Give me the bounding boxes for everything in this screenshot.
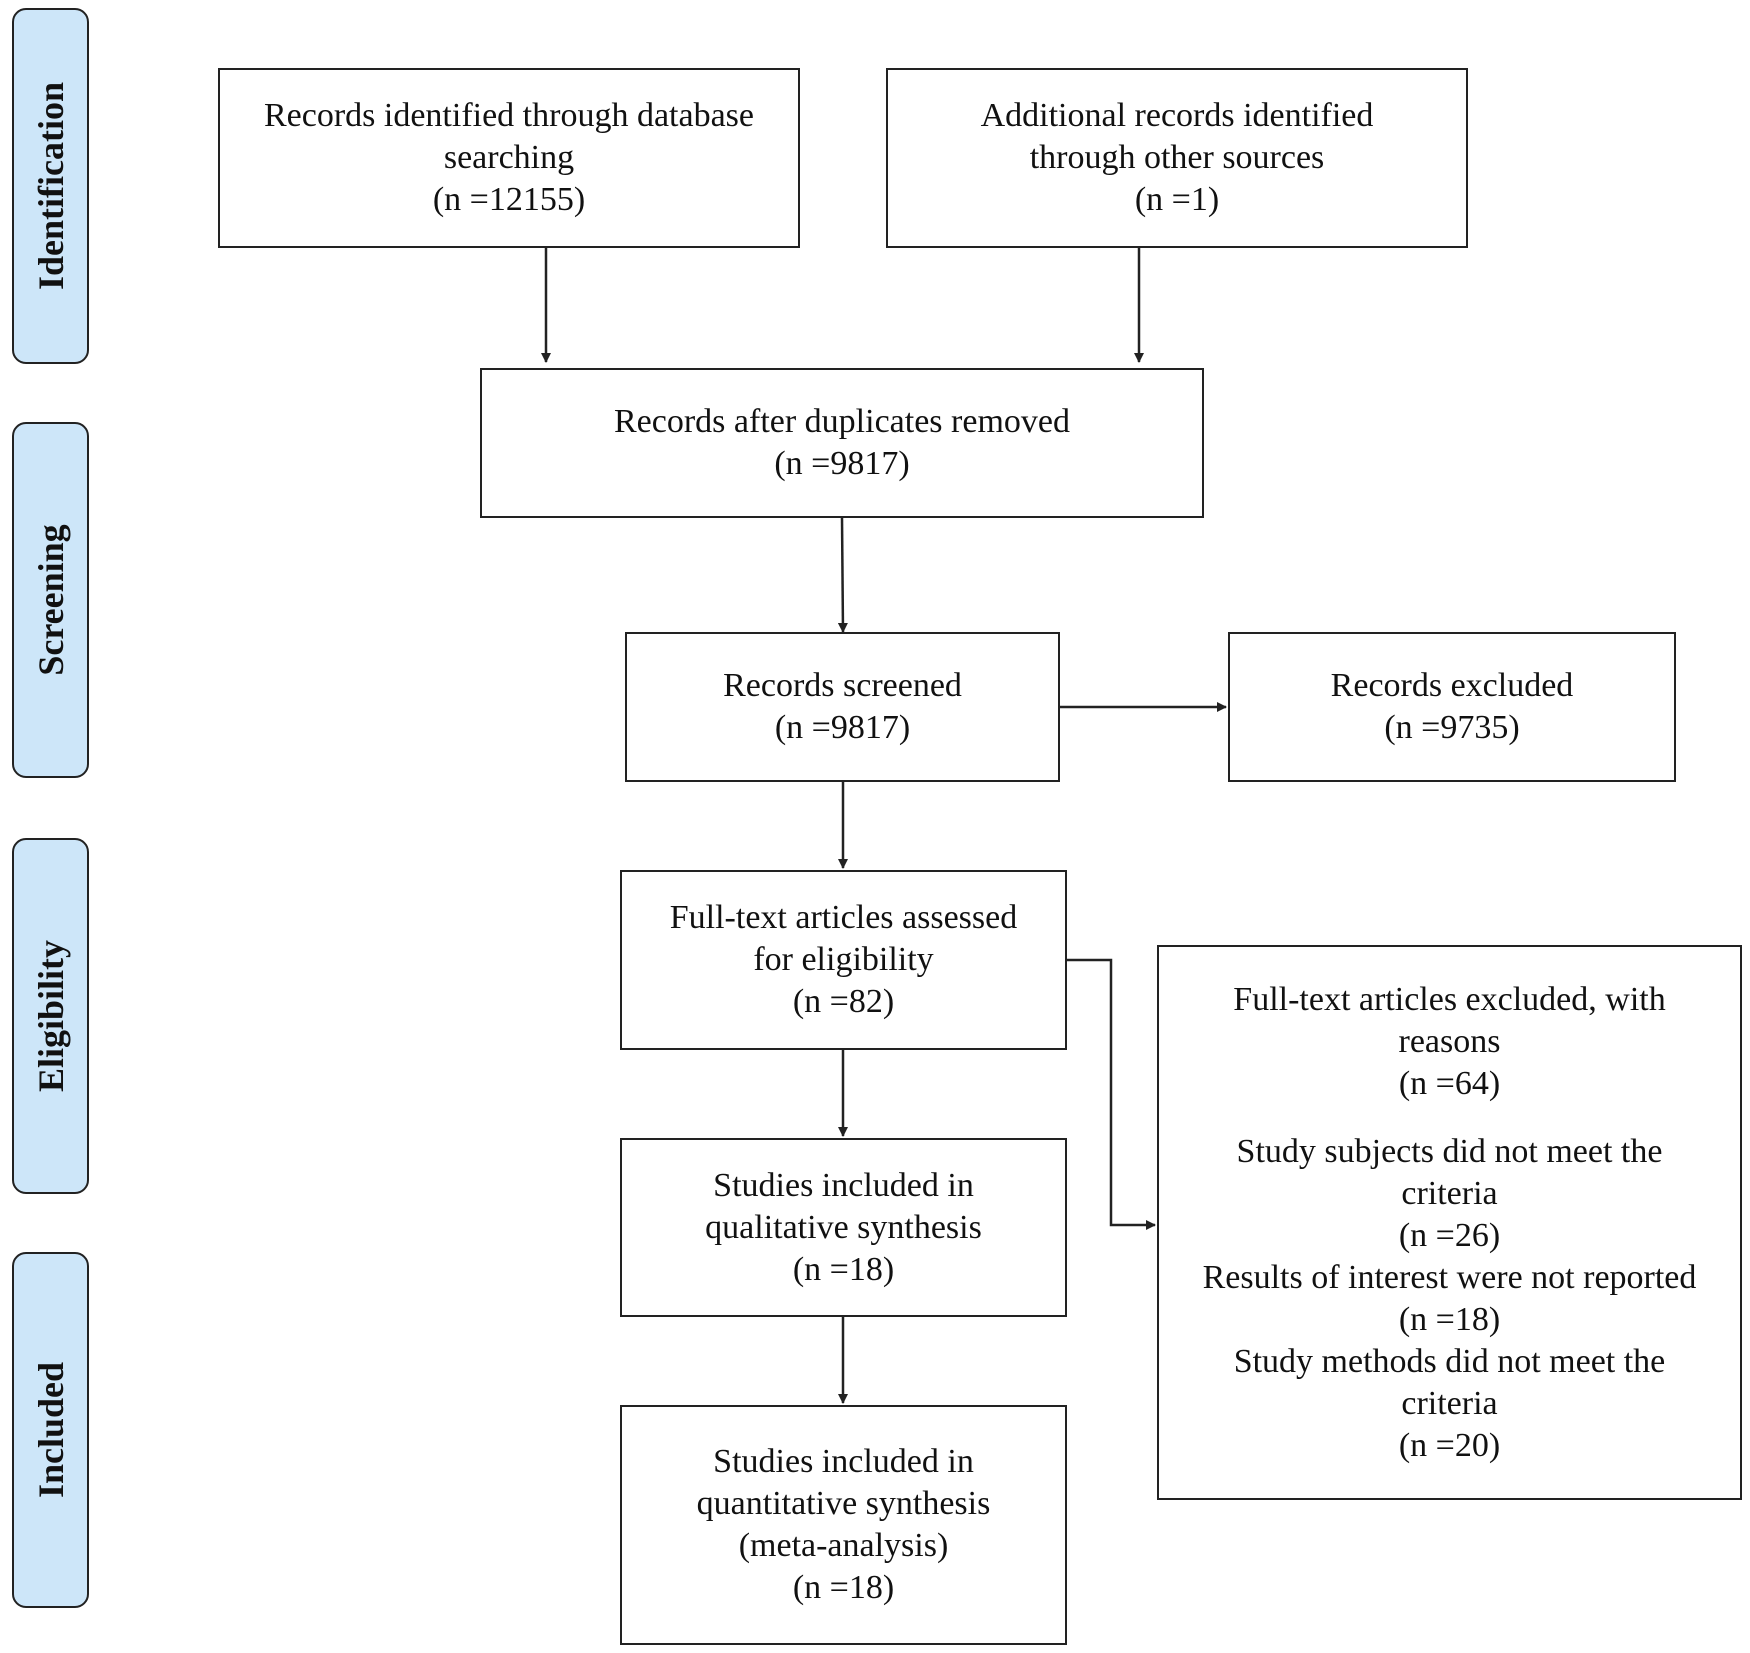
box-database-line1: Records identified through database: [263, 97, 754, 134]
reason-2-count: (n =18): [1398, 1300, 1501, 1338]
reason-1-line2: criteria: [1401, 1174, 1498, 1212]
box-fte-count: (n =64): [1398, 1064, 1501, 1102]
box-quant-line1: Studies included in: [713, 1443, 974, 1480]
box-fte-line1: Full-text articles excluded, with: [1233, 980, 1666, 1018]
box-qual-line2: qualitative synthesis: [705, 1208, 982, 1246]
box-duplicates-line1: Records after duplicates removed: [614, 403, 1070, 440]
reason-3-line1: Study methods did not meet the: [1233, 1342, 1666, 1380]
box-excluded-count: (n =9735): [1384, 709, 1520, 746]
box-quant-line2: quantitative synthesis: [696, 1485, 991, 1522]
box-database-count: (n =12155): [432, 181, 586, 218]
reason-1-line1: Study subjects did not meet the: [1236, 1132, 1663, 1170]
box-records-excluded: Records excluded (n =9735): [1228, 632, 1676, 782]
box-quant-line3: (meta-analysis): [738, 1527, 949, 1564]
box-fulltext-count: (n =82): [792, 983, 895, 1020]
phase-included: Included: [12, 1252, 89, 1608]
box-other-count: (n =1): [1134, 181, 1220, 218]
box-studies-qualitative: Studies included in qualitative synthesi…: [620, 1138, 1067, 1317]
box-qual-line1: Studies included in: [713, 1166, 974, 1204]
arrow-fulltext-to-excluded-reasons: [1067, 958, 1156, 1230]
box-duplicates-count: (n =9817): [774, 445, 910, 482]
reason-3-count: (n =20): [1398, 1426, 1501, 1464]
box-quant-count: (n =18): [792, 1569, 895, 1606]
box-screened-count: (n =9817): [774, 709, 911, 746]
box-studies-quantitative: Studies included in quantitative synthes…: [620, 1405, 1067, 1645]
box-records-screened: Records screened (n =9817): [625, 632, 1060, 782]
reason-1-count: (n =26): [1398, 1216, 1501, 1254]
box-fulltext-assessed: Full-text articles assessed for eligibil…: [620, 870, 1067, 1050]
arrow-duplicates-to-screened: [837, 517, 848, 633]
reason-2-line1: Results of interest were not reported: [1202, 1258, 1697, 1296]
box-records-database: Records identified through database sear…: [218, 68, 800, 248]
box-fulltext-excluded-reasons: Full-text articles excluded, with reason…: [1157, 945, 1742, 1500]
box-fulltext-line1: Full-text articles assessed: [669, 899, 1018, 936]
box-records-other-sources: Additional records identified through ot…: [886, 68, 1468, 248]
box-fulltext-line2: for eligibility: [753, 941, 934, 978]
box-excluded-line1: Records excluded: [1330, 667, 1574, 704]
box-records-after-duplicates: Records after duplicates removed (n =981…: [480, 368, 1204, 518]
phase-screening: Screening: [12, 422, 89, 778]
box-screened-line1: Records screened: [723, 667, 962, 704]
box-qual-count: (n =18): [792, 1250, 895, 1288]
box-database-line2: searching: [443, 139, 575, 176]
reason-3-line2: criteria: [1401, 1384, 1498, 1422]
box-other-line1: Additional records identified: [980, 97, 1374, 134]
box-fte-line2: reasons: [1398, 1022, 1501, 1060]
phase-identification: Identification: [12, 8, 89, 364]
box-other-line2: through other sources: [1029, 139, 1325, 176]
phase-eligibility: Eligibility: [12, 838, 89, 1194]
